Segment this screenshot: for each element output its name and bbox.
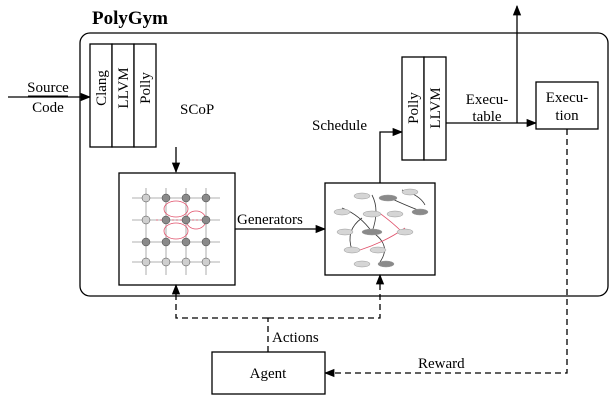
- schedule-tree-image: [324, 182, 436, 276]
- actions-label: Actions: [272, 330, 319, 346]
- frontend-tool-stack: Clang LLVM Polly: [89, 43, 157, 148]
- generators-label: Generators: [237, 212, 303, 228]
- execution-label-line1: Execu-: [546, 90, 588, 106]
- source-code-label-line1: Source: [27, 80, 69, 96]
- schedule-label: Schedule: [312, 118, 367, 134]
- backend-llvm-label: LLVM: [428, 87, 444, 128]
- polly-box: [133, 43, 157, 148]
- agent-box: [211, 351, 326, 395]
- executable-label-line2: table: [472, 109, 501, 125]
- scop-label: SCoP: [180, 102, 214, 118]
- schedule-arrow: [379, 127, 404, 183]
- polygym-environment-box: [79, 32, 609, 297]
- source-code-label-line2: Code: [32, 100, 64, 116]
- clang-label: Clang: [94, 70, 110, 106]
- llvm-label: LLVM: [116, 67, 132, 108]
- actions-arrow-to-schedule: [268, 273, 385, 319]
- executable-label-line1: Execu-: [466, 92, 508, 108]
- backend-polly-label: Polly: [406, 92, 422, 124]
- polly-label: Polly: [138, 72, 154, 104]
- polyhedral-lattice-image: [118, 172, 236, 286]
- reward-arrow: [323, 129, 568, 378]
- backend-llvm-box: [423, 56, 447, 161]
- execution-box: [535, 81, 599, 130]
- backend-tool-stack: Polly LLVM: [401, 56, 447, 161]
- agent-label: Agent: [250, 366, 287, 382]
- diagram-title: PolyGym: [92, 8, 168, 29]
- execution-label-line2: tion: [555, 108, 579, 124]
- reward-label: Reward: [418, 356, 465, 372]
- actions-arrow-to-lattice: [171, 283, 268, 319]
